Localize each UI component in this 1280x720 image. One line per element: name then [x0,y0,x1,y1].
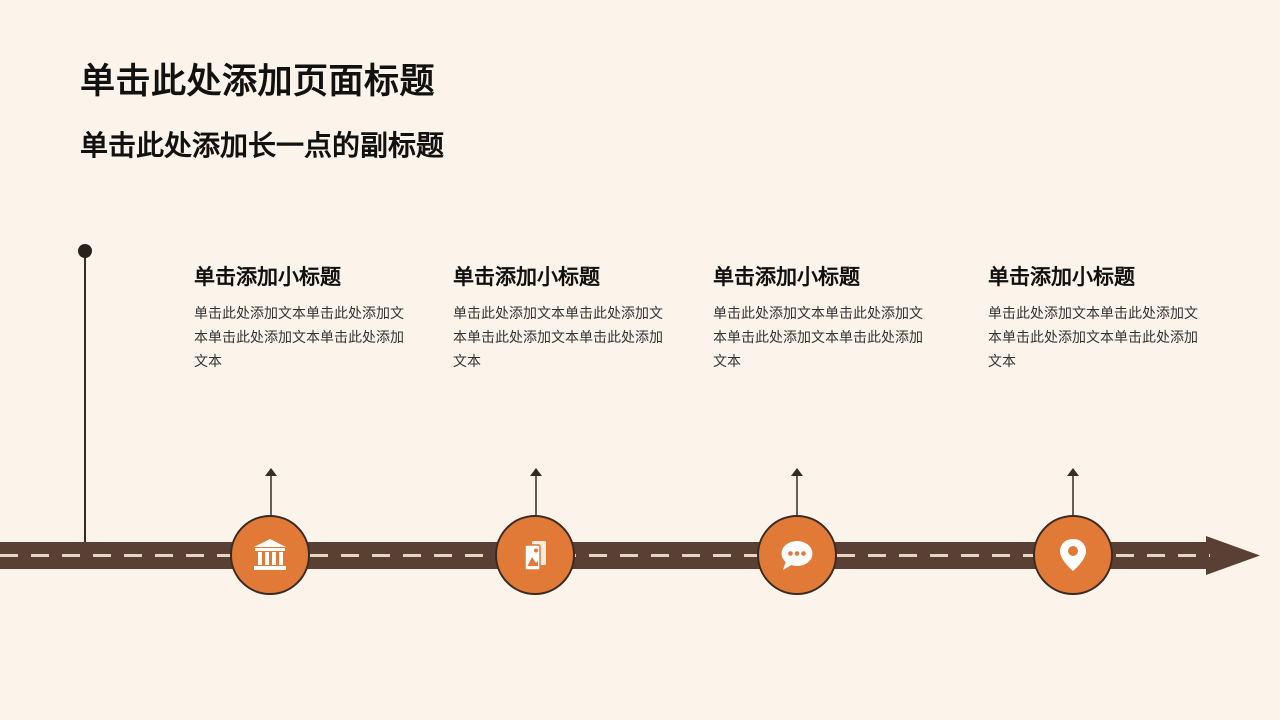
stage-4-text: 单击添加小标题 单击此处添加文本单击此处添加文本单击此处添加文本单击此处添加文本 [988,260,1203,374]
start-marker-dot [78,244,92,258]
stage-2-text: 单击添加小标题 单击此处添加文本单击此处添加文本单击此处添加文本单击此处添加文本 [453,260,668,374]
image-gallery-icon [524,541,546,571]
connector-arrow-2 [530,468,542,515]
stage-body[interactable]: 单击此处添加文本单击此处添加文本单击此处添加文本单击此处添加文本 [453,306,663,370]
stage-title[interactable]: 单击添加小标题 [713,265,860,289]
page-title[interactable]: 单击此处添加页面标题 [80,62,436,102]
location-pin-icon [1060,539,1086,571]
chat-bubble-icon [781,541,813,570]
stage-3-icon-circle [757,515,837,595]
stage-1-icon-circle [230,515,310,595]
stage-body[interactable]: 单击此处添加文本单击此处添加文本单击此处添加文本单击此处添加文本 [194,306,404,370]
stage-2-icon-circle [495,515,575,595]
bank-icon [254,539,286,570]
stage-3-text: 单击添加小标题 单击此处添加文本单击此处添加文本单击此处添加文本单击此处添加文本 [713,260,928,374]
stage-title[interactable]: 单击添加小标题 [453,265,600,289]
stage-title[interactable]: 单击添加小标题 [988,265,1135,289]
stage-4-icon-circle [1033,515,1113,595]
page-subtitle[interactable]: 单击此处添加长一点的副标题 [80,129,445,162]
road-arrowhead [1206,536,1260,575]
stage-body[interactable]: 单击此处添加文本单击此处添加文本单击此处添加文本单击此处添加文本 [713,306,923,370]
stage-body[interactable]: 单击此处添加文本单击此处添加文本单击此处添加文本单击此处添加文本 [988,306,1198,370]
stage-1-text: 单击添加小标题 单击此处添加文本单击此处添加文本单击此处添加文本单击此处添加文本 [194,260,409,374]
connector-arrow-1 [265,468,277,515]
stage-title[interactable]: 单击添加小标题 [194,265,341,289]
connector-arrow-3 [791,468,803,515]
connector-arrow-4 [1067,468,1079,515]
